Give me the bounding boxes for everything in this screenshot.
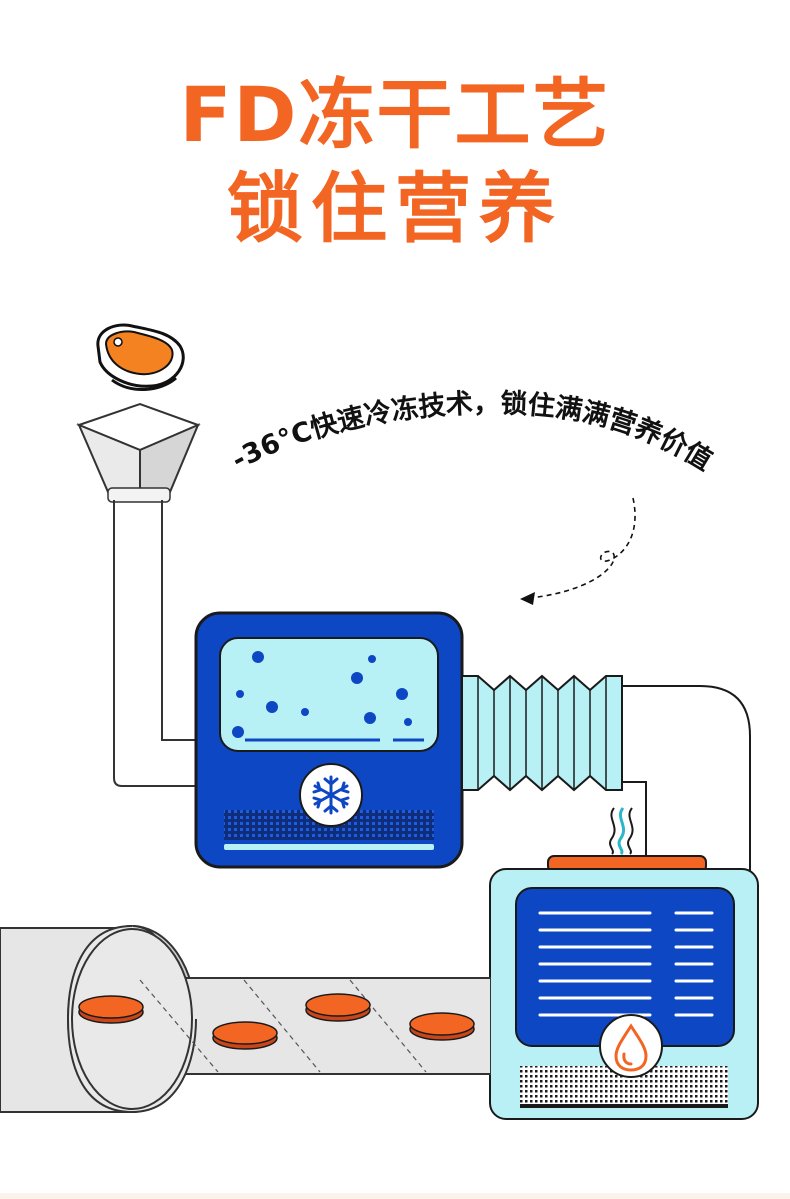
feed-hopper — [76, 402, 201, 503]
food-slices — [78, 993, 475, 1050]
meat-icon — [96, 323, 185, 392]
steam-icon — [609, 807, 634, 856]
food-slice — [78, 995, 144, 1024]
feed-pipe — [113, 500, 198, 787]
dashed-arrow — [520, 497, 636, 605]
water-drop-icon — [599, 1014, 663, 1078]
bottom-strip — [0, 1193, 790, 1199]
freezer-unit — [194, 611, 464, 869]
process-caption: -36°C快速冷冻技术，锁住满满营养价值 — [227, 387, 718, 477]
food-slice — [305, 993, 371, 1022]
page-title-line2: 锁住营养 — [227, 164, 563, 253]
process-caption-text: -36°C快速冷冻技术，锁住满满营养价值 — [227, 387, 718, 477]
snowflake-icon — [299, 763, 363, 827]
dryer-display-lines — [538, 911, 714, 1017]
return-pipe — [622, 685, 751, 872]
dryer-unit — [489, 855, 759, 1120]
conveyor-tube — [0, 925, 491, 1114]
ice-particles — [232, 651, 412, 738]
food-slice — [409, 1012, 475, 1041]
food-slice — [212, 1021, 278, 1050]
title-block: FD冻干工艺 锁住营养 — [0, 68, 790, 256]
bellows-connector — [461, 674, 623, 792]
page-title-line1: FD冻干工艺 — [179, 70, 611, 159]
